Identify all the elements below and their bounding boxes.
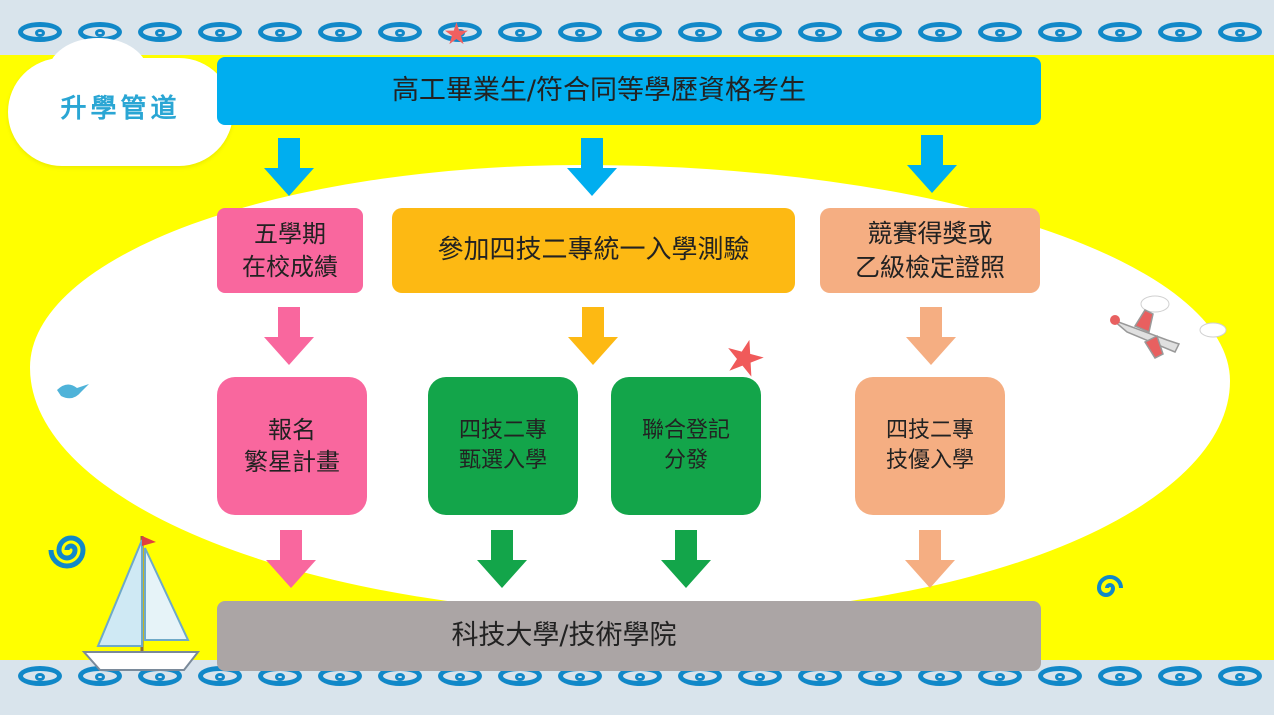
swirl-icon — [1158, 666, 1202, 686]
swirl-icon — [858, 22, 902, 42]
arrow-down-icon — [568, 307, 618, 365]
arrow-down-icon — [264, 138, 314, 196]
node-label: 報名 繁星計畫 — [244, 415, 340, 476]
arrow-down-icon — [266, 530, 316, 588]
node-label: 四技二專 技優入學 — [885, 418, 974, 473]
swirl-icon — [918, 22, 962, 42]
arrow-down-icon — [907, 135, 957, 193]
swirl-icon — [1098, 666, 1142, 686]
star-icon: ★ — [443, 17, 470, 52]
node-competition-certificate: 競賽得獎或 乙級檢定證照 — [820, 208, 1040, 293]
node-label: 參加四技二專統一入學測驗 — [437, 234, 750, 265]
swirl-icon — [1098, 22, 1142, 42]
swirl-icon — [798, 22, 842, 42]
node-joint-registration: 聯合登記 分發 — [611, 377, 761, 515]
swirl-icon — [1096, 575, 1123, 597]
airplane-icon — [1110, 295, 1227, 359]
swirl-icon — [1038, 22, 1082, 42]
swirl-icon — [678, 22, 722, 42]
node-selective-admission: 四技二專 甄選入學 — [428, 377, 578, 515]
node-high-school-graduates: 高工畢業生/符合同等學歷資格考生 — [217, 57, 1041, 125]
swirl-icon — [738, 22, 782, 42]
swirl-icon — [18, 666, 62, 686]
swirl-icon — [318, 22, 362, 42]
bird-icon — [57, 384, 89, 399]
node-label: 高工畢業生/符合同等學歷資格考生 — [391, 74, 807, 106]
node-label: 科技大學/技術學院 — [451, 619, 677, 651]
swirl-icon — [48, 535, 86, 569]
node-unified-entrance-exam: 參加四技二專統一入學測驗 — [392, 208, 795, 293]
arrow-down-icon — [264, 307, 314, 365]
arrow-down-icon — [661, 530, 711, 588]
swirl-icon — [18, 22, 62, 42]
swirl-icon — [438, 22, 482, 42]
swirl-icon — [138, 22, 182, 42]
node-five-semester-grades: 五學期 在校成績 — [217, 208, 363, 293]
swirl-icon — [978, 22, 1022, 42]
swirl-icon — [1158, 22, 1202, 42]
node-university-of-technology: 科技大學/技術學院 — [217, 601, 1041, 671]
swirl-icon — [498, 22, 542, 42]
top-wave-border — [0, 0, 1274, 55]
arrow-down-icon — [906, 307, 956, 365]
node-label: 競賽得獎或 乙級檢定證照 — [854, 218, 1005, 282]
arrow-down-icon — [567, 138, 617, 196]
node-label: 四技二專 甄選入學 — [458, 418, 547, 473]
swirl-icon — [258, 22, 302, 42]
swirl-icon — [1218, 22, 1262, 42]
swirl-icon — [1218, 666, 1262, 686]
node-label: 聯合登記 分發 — [641, 418, 730, 473]
node-star-plan: 報名 繁星計畫 — [217, 377, 367, 515]
node-label: 五學期 在校成績 — [242, 220, 338, 281]
sailboat-icon — [81, 536, 201, 671]
swirl-icon — [618, 22, 662, 42]
swirl-icon — [558, 22, 602, 42]
swirl-icon — [198, 22, 242, 42]
arrow-down-icon — [905, 530, 955, 588]
arrow-down-icon — [477, 530, 527, 588]
swirl-icon — [1038, 666, 1082, 686]
badge-title: 升學管道 — [60, 94, 181, 124]
swirl-icon — [378, 22, 422, 42]
node-skill-admission: 四技二專 技優入學 — [855, 377, 1005, 515]
title-cloud: 升學管道 — [8, 38, 233, 166]
